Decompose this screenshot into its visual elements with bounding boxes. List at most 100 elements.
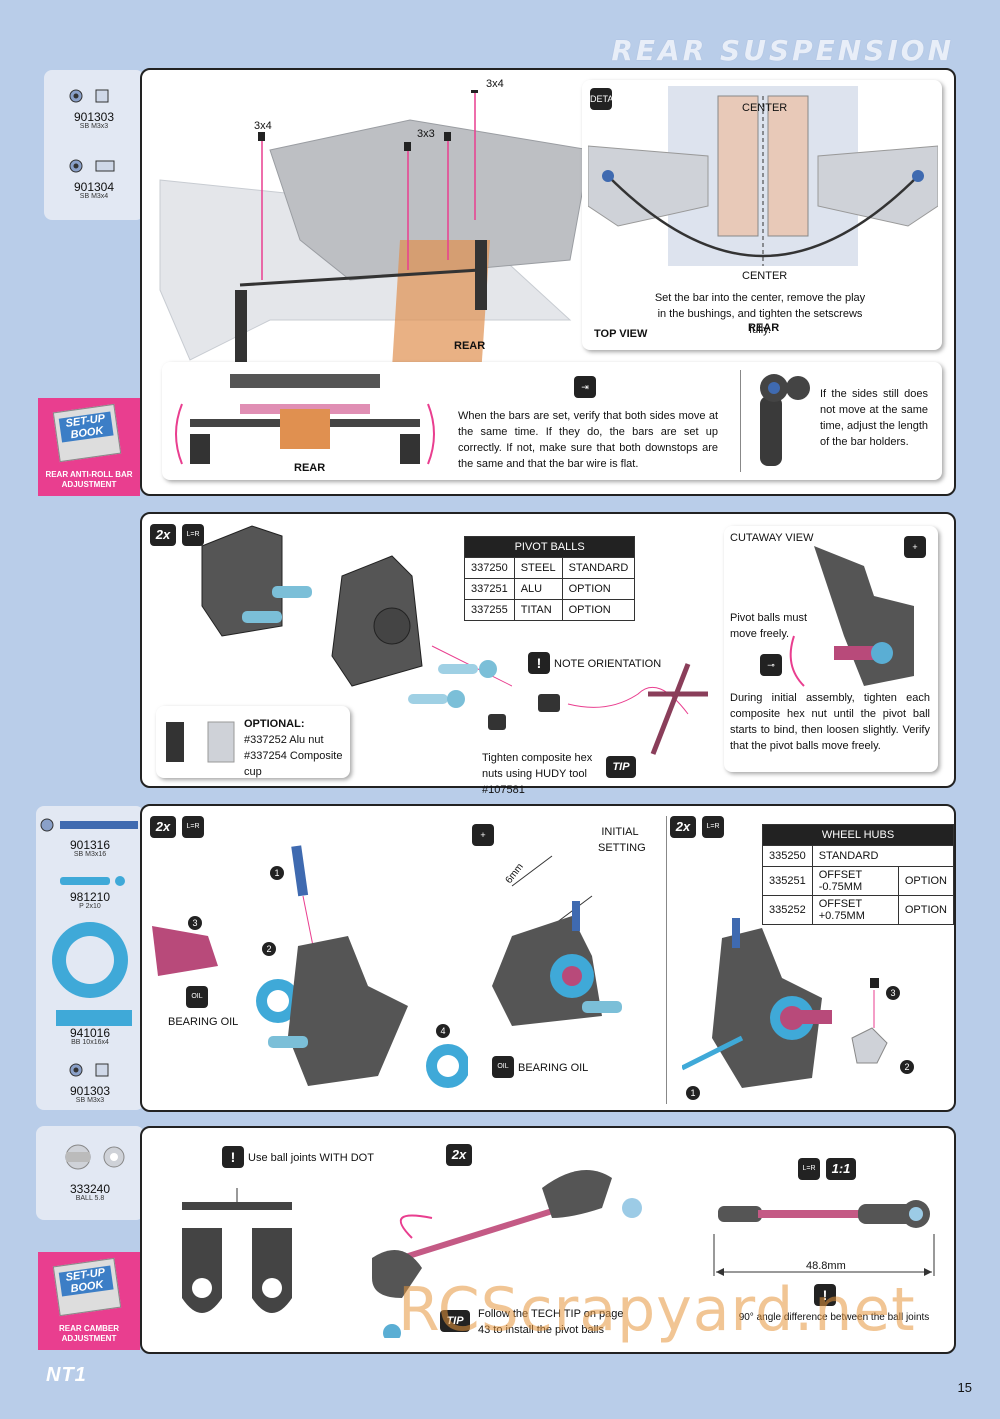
qty-badge: 2x: [150, 816, 176, 838]
wrench-icon: ⊸: [760, 654, 782, 676]
screw-icon: [40, 818, 138, 832]
detail-icon: +: [904, 536, 926, 558]
dot-text: Use ball joints WITH DOT: [248, 1152, 374, 1164]
setup-book-camber[interactable]: SET-UP BOOK REAR CAMBER ADJUSTMENT: [38, 1252, 140, 1350]
hub-exploded-illustration: [152, 845, 468, 1088]
bearing-oil-right: BEARING OIL: [518, 1062, 589, 1074]
length-label: 48.8mm: [806, 1260, 846, 1272]
setup-book-icon: SET-UP BOOK: [52, 403, 122, 463]
note-orientation: NOTE ORIENTATION: [554, 658, 662, 670]
angle-text: 90° angle difference between the ball jo…: [738, 1312, 930, 1323]
bar-holder-illustration: [760, 374, 810, 466]
step-1-marker: 1: [686, 1086, 700, 1100]
wrench-icon: ⇥: [574, 376, 596, 398]
tip-badge: TIP: [440, 1310, 470, 1332]
step-2-marker: 2: [262, 942, 276, 956]
page-number: 15: [957, 1380, 972, 1395]
divider: [740, 370, 741, 472]
divider: [666, 816, 667, 1104]
setup-book-icon: SET-UP BOOK: [52, 1257, 122, 1317]
top-view-caption: Set the bar into the center, remove the …: [654, 292, 866, 336]
brand-logo: NT1: [46, 1364, 87, 1386]
oil-icon: OIL: [492, 1056, 514, 1078]
screw-icon: [69, 159, 115, 173]
bars-verify-box: REAR ⇥ When the bars are set, verify tha…: [162, 362, 942, 480]
anti-roll-bar-panel: 3x4 3x3 3x4 REAR DETAIL CENTER CENTER Se…: [140, 68, 956, 496]
optional-item-1: #337252 Alu nut: [244, 734, 324, 746]
step-1-marker: 1: [270, 866, 284, 880]
cutaway-illustration: [789, 546, 914, 687]
tip-badge: TIP: [606, 756, 636, 778]
top-view-rear: REAR: [748, 322, 780, 334]
upright-exploded-illustration: [201, 525, 512, 687]
optional-title: OPTIONAL:: [244, 718, 305, 730]
nut-cup-illustration: [166, 721, 235, 763]
turnbuckle-illustration: [372, 1170, 642, 1338]
chassis-illustration: [159, 90, 590, 400]
oil-icon: OIL: [186, 986, 208, 1008]
bars-rear-label: REAR: [294, 462, 326, 474]
detail-icon: DETAIL: [590, 88, 621, 110]
cutaway-box: CUTAWAY VIEW + ⊸ Pivot balls must move f…: [724, 526, 938, 772]
cutaway-text: During initial assembly, tighten each co…: [730, 692, 930, 752]
hub-bearing-panel: 2x L=R 1 2 3 4 OIL BEARING OIL OIL BEARI…: [140, 804, 956, 1112]
lr-icon: L=R: [798, 1158, 820, 1180]
wheel-hub-illustration: [682, 918, 888, 1088]
pivot-ball-parts: [408, 660, 708, 755]
pin-icon: [60, 876, 125, 886]
warning-icon: !: [528, 652, 550, 674]
ball-joints-illustration: [182, 1188, 292, 1313]
center-label-top: CENTER: [742, 102, 788, 114]
screw-label-3x4-left: 3x4: [254, 120, 272, 132]
screw-label-3x4-right: 3x4: [486, 78, 504, 90]
center-label-bottom: CENTER: [742, 270, 788, 282]
initial-setting-illustration: [492, 855, 622, 1026]
page-title: REAR SUSPENSION: [611, 34, 954, 67]
camber-link-panel: ! Use ball joints WITH DOT 2x TIP Follow…: [140, 1126, 956, 1354]
warning-icon: !: [814, 1284, 836, 1306]
warning-icon: !: [222, 1146, 244, 1168]
screw-icon: [69, 89, 109, 103]
bars-verify-text: When the bars are set, verify that both …: [458, 410, 718, 470]
qty-badge-2: 2x: [670, 816, 696, 838]
detail-icon: +: [472, 824, 494, 846]
ball-icon: [65, 1144, 125, 1170]
step-4-marker: 4: [436, 1024, 450, 1038]
qty-badge: 2x: [446, 1144, 472, 1166]
top-view-illustration: [588, 86, 938, 266]
cutaway-title: CUTAWAY VIEW: [730, 532, 814, 544]
pivot-free-text: Pivot balls must move freely.: [730, 612, 808, 640]
tip-text: Tighten composite hex nuts using HUDY to…: [482, 752, 593, 796]
watermark: RCScrapyard.net: [398, 1275, 916, 1345]
rear-suspension-front-view: [175, 374, 435, 465]
rear-label: REAR: [454, 340, 486, 352]
optional-box: OPTIONAL: #337252 Alu nut #337254 Compos…: [156, 706, 350, 778]
top-view-detail: DETAIL CENTER CENTER Set the bar into th…: [582, 80, 942, 350]
screw-icon: [69, 1063, 109, 1077]
optional-item-2: #337254 Composite cup: [244, 750, 343, 778]
sides-text: If the sides still does not move at the …: [820, 388, 928, 448]
lr-icon: L=R: [182, 524, 204, 546]
qty-badge: 2x: [150, 524, 176, 546]
step-3-marker: 3: [886, 986, 900, 1000]
top-view-label: TOP VIEW: [594, 328, 648, 340]
bearing-icon: [52, 922, 132, 1026]
lr-icon: L=R: [702, 816, 724, 838]
setup-book-anti-roll[interactable]: SET-UP BOOK REAR ANTI-ROLL BAR ADJUSTMEN…: [38, 398, 140, 496]
lr-icon: L=R: [182, 816, 204, 838]
camber-link-illustration: [713, 1200, 935, 1276]
initial-setting-label: INITIAL SETTING: [598, 826, 646, 854]
